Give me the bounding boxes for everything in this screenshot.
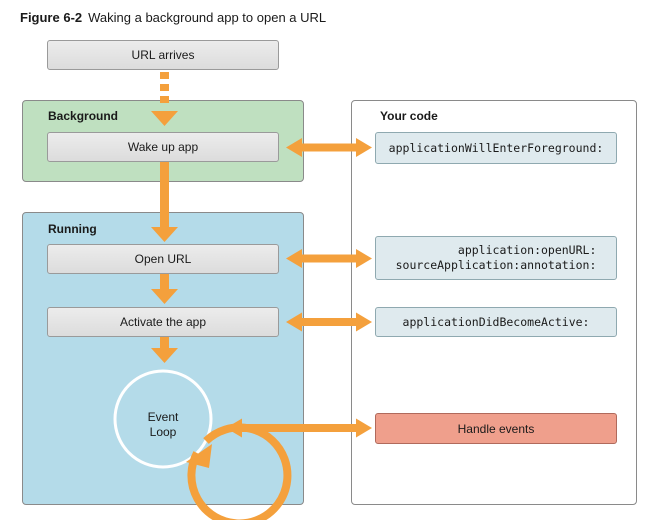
double-arrow-wake <box>286 138 372 157</box>
event-loop-circle <box>113 369 292 520</box>
your-code-title: Your code <box>380 109 438 123</box>
running-title: Running <box>48 222 97 236</box>
figure-caption: Figure 6-2 Waking a background app to ope… <box>20 10 326 25</box>
activate-app-box: Activate the app <box>47 307 279 337</box>
did-become-active-box: applicationDidBecomeActive: <box>375 307 617 337</box>
handle-events-box: Handle events <box>375 413 617 444</box>
open-url-box: Open URL <box>47 244 279 274</box>
down-arrow-activate-to-loop <box>151 336 178 363</box>
down-arrow-wake-to-open <box>151 162 178 242</box>
figure-title: Waking a background app to open a URL <box>88 10 327 25</box>
double-arrow-open-url <box>286 249 372 268</box>
double-arrow-activate <box>286 312 372 332</box>
double-arrow-events <box>226 418 372 438</box>
figure-number: Figure 6-2 <box>20 10 83 25</box>
will-enter-foreground-box: applicationWillEnterForeground: <box>375 132 617 164</box>
wake-up-app-box: Wake up app <box>47 132 279 162</box>
event-loop-label: Event Loop <box>147 410 179 439</box>
url-arrives-box: URL arrives <box>47 40 279 70</box>
down-arrow-open-to-activate <box>151 274 178 304</box>
background-title: Background <box>48 109 119 123</box>
dashed-arrow <box>151 72 178 126</box>
open-url-method-box: application:openURL: sourceApplication:a… <box>375 236 617 280</box>
